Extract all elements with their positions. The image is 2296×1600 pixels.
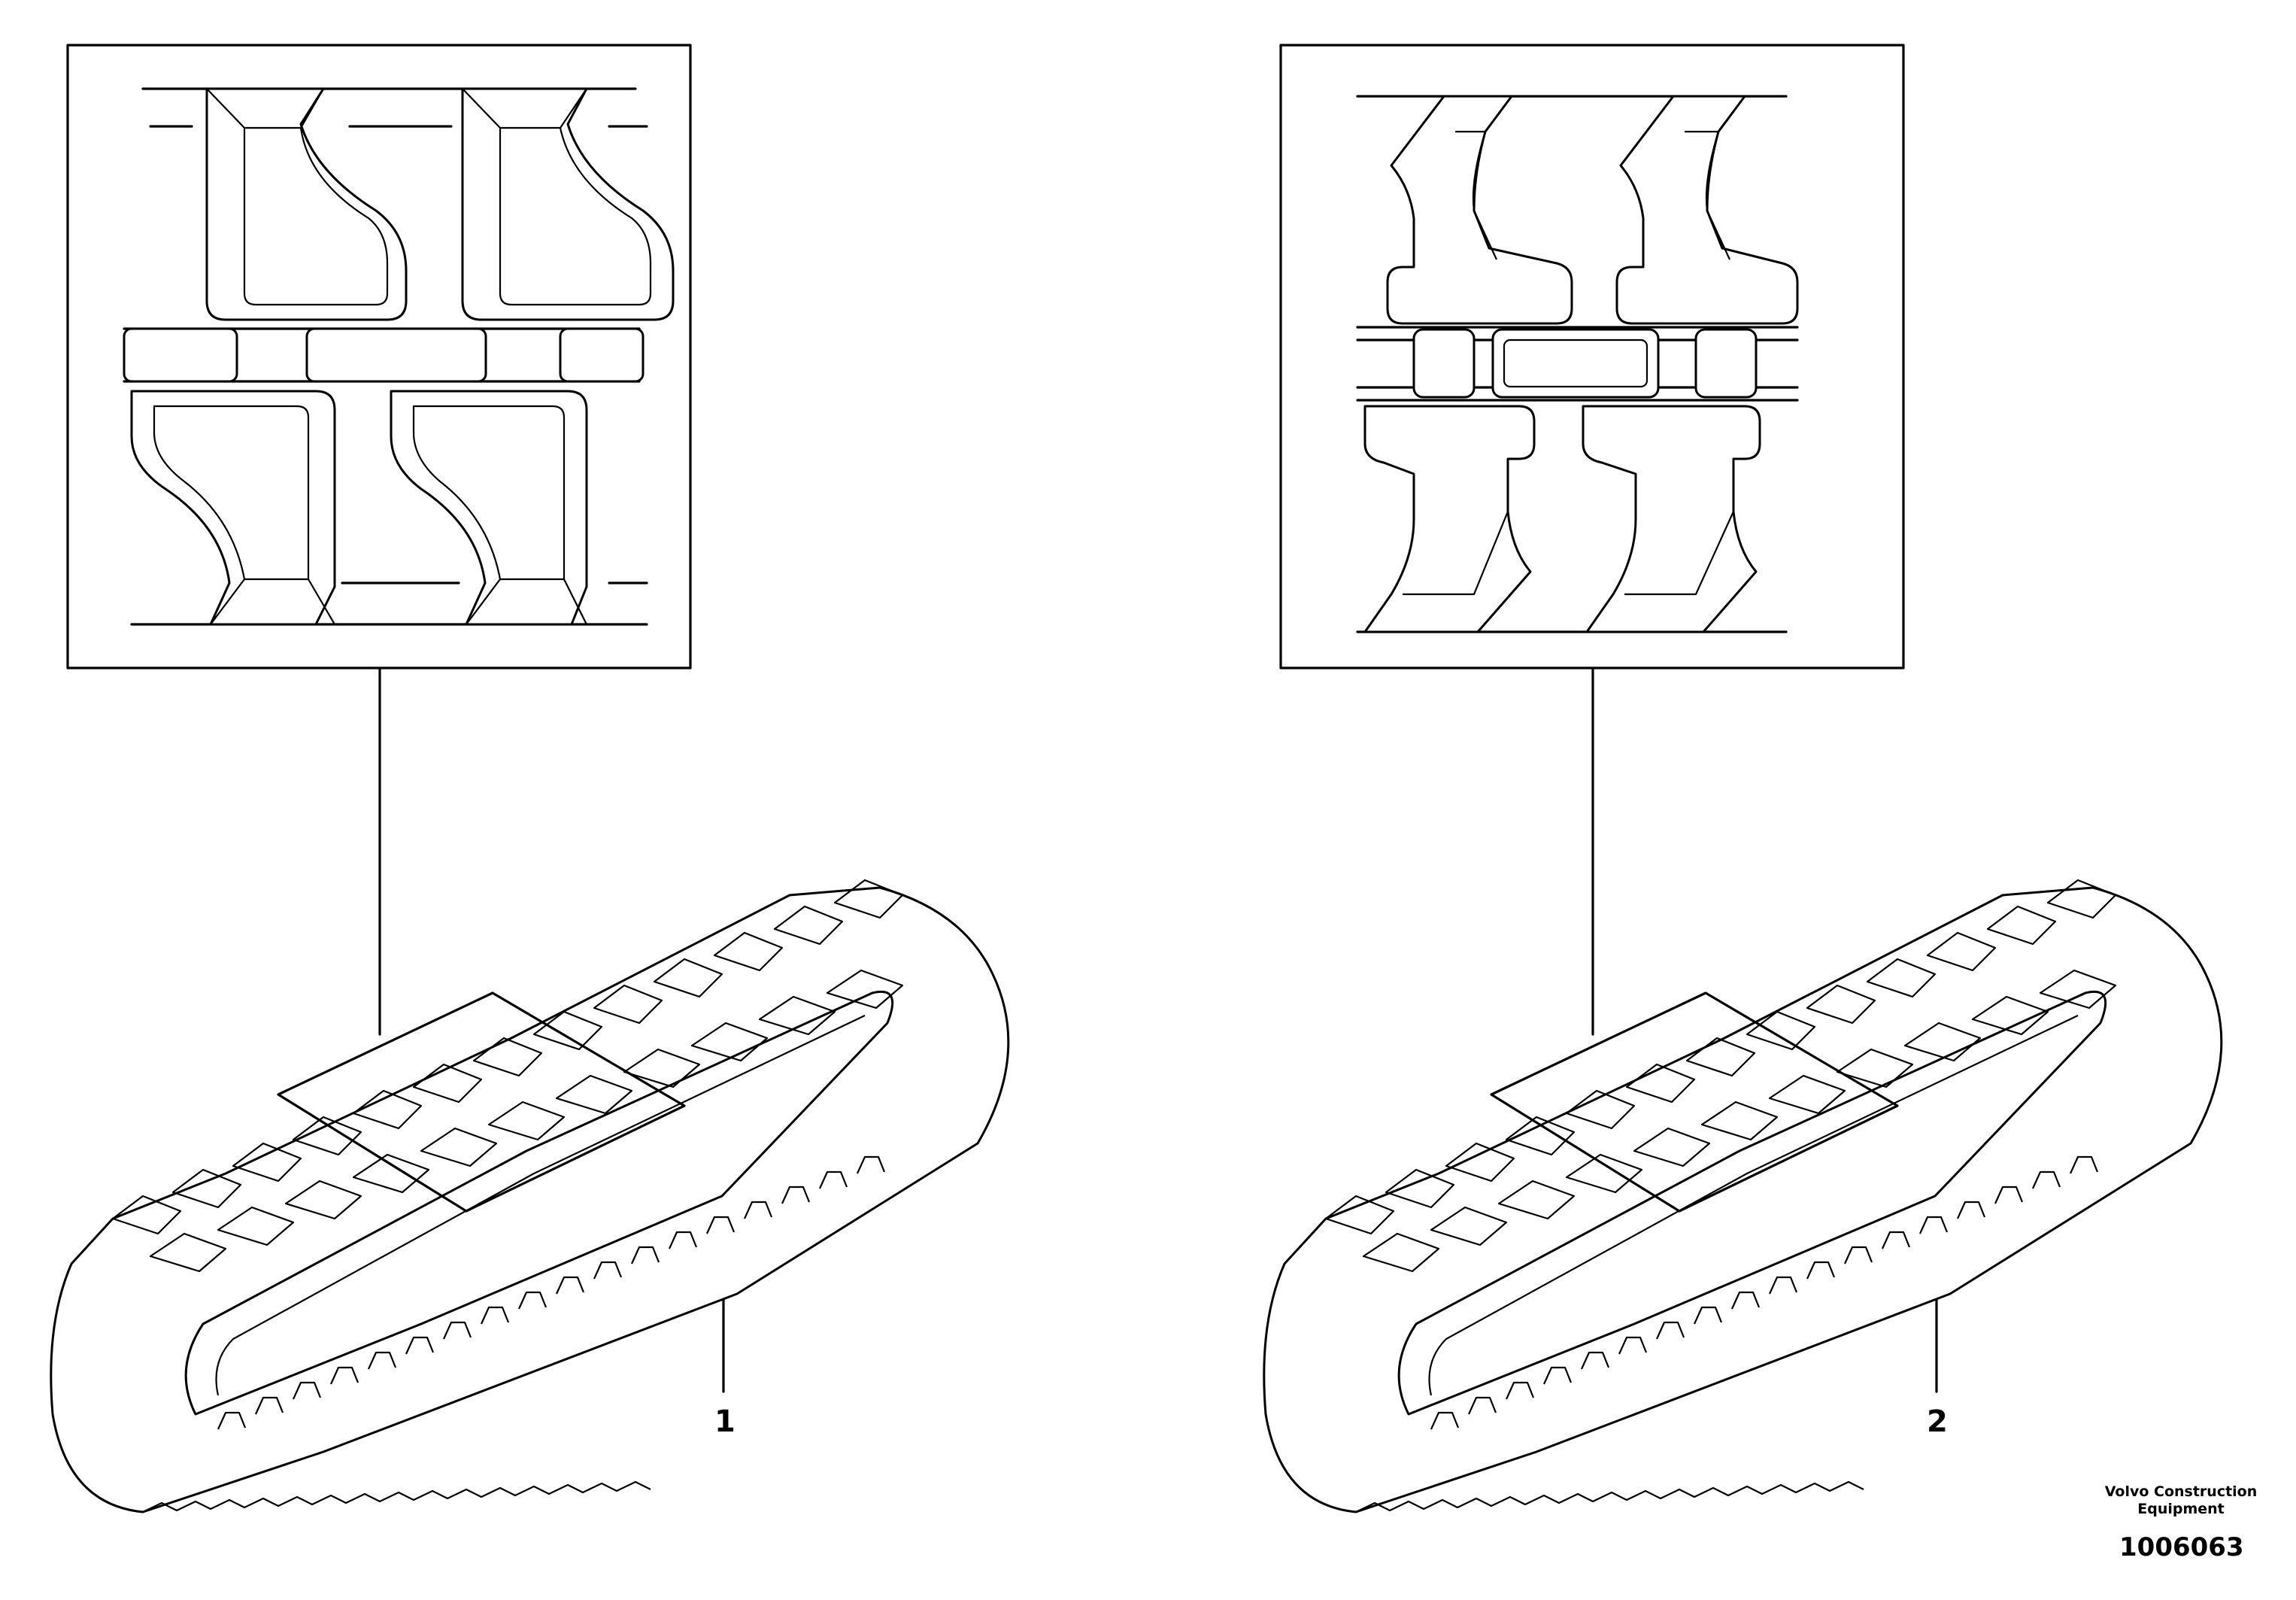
brand-line-1: Volvo Construction xyxy=(2104,1483,2258,1500)
rubber-track-2 xyxy=(1263,879,2223,1513)
document-number: 1006063 xyxy=(2119,1532,2244,1562)
tread-detail-box-1 xyxy=(66,44,692,669)
callout-number-2: 2 xyxy=(1927,1404,1948,1439)
rubber-track-1 xyxy=(50,879,1010,1513)
brand-line-2: Equipment xyxy=(2137,1500,2225,1517)
detail-frame-2 xyxy=(1490,991,1899,1213)
callout-number-1: 1 xyxy=(714,1404,736,1439)
detail-frame-1 xyxy=(277,991,686,1213)
brand-label: Volvo Construction Equipment xyxy=(2098,1483,2264,1518)
tread-detail-box-2 xyxy=(1279,44,1905,669)
